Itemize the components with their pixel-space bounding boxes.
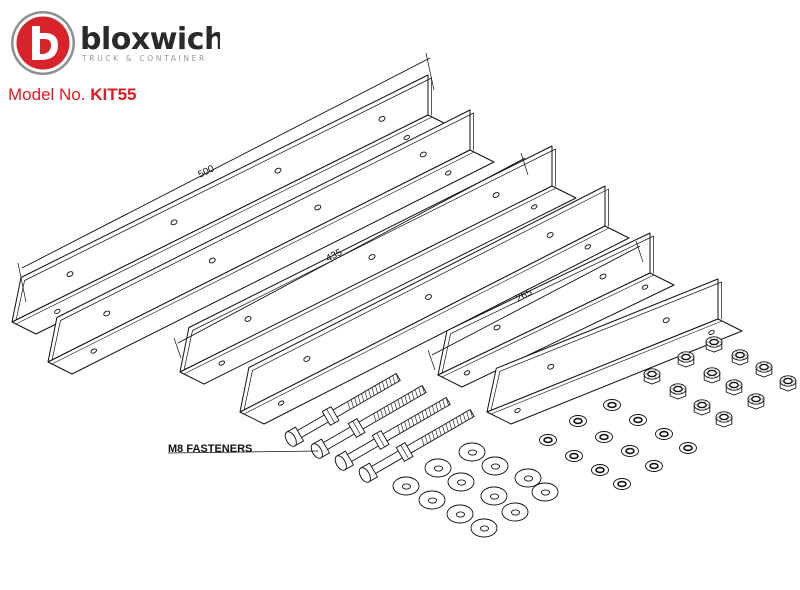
nyloc-nut xyxy=(755,361,773,378)
nyloc-nut xyxy=(747,393,765,410)
large-washer xyxy=(531,482,559,502)
model-number: Model No. KIT55 xyxy=(8,85,137,105)
large-washer xyxy=(424,458,452,478)
nyloc-nut xyxy=(703,367,721,384)
small-washer xyxy=(629,414,647,426)
nyloc-nut xyxy=(643,368,661,385)
small-washer xyxy=(539,434,557,446)
large-washer xyxy=(481,456,509,476)
small-washer xyxy=(603,399,621,411)
nyloc-nut xyxy=(731,349,749,366)
nyloc-nut xyxy=(693,399,711,416)
bolts xyxy=(284,372,475,483)
small-washer xyxy=(565,450,583,462)
large-washer xyxy=(446,504,474,524)
small-washer xyxy=(569,415,587,427)
small-washer xyxy=(591,464,609,476)
nyloc-nut xyxy=(779,375,797,392)
large-washer xyxy=(447,472,475,492)
nyloc-nut xyxy=(669,383,687,400)
small-washer xyxy=(595,431,613,443)
small-washer xyxy=(613,478,631,490)
brand-tagline: TRUCK & CONTAINER xyxy=(81,54,207,63)
bolt xyxy=(310,384,427,459)
bolt xyxy=(358,408,475,483)
angle-bracket xyxy=(179,145,577,385)
large-washer xyxy=(470,518,498,538)
large-washer xyxy=(480,486,508,506)
model-label: Model No. xyxy=(8,85,86,104)
large-washer xyxy=(458,442,486,462)
angle-bracket xyxy=(47,109,495,375)
logo-emblem-icon xyxy=(11,11,75,75)
small-washer xyxy=(621,445,639,457)
dimension-500: 500 xyxy=(196,163,216,181)
nyloc-nut xyxy=(725,379,743,396)
washers xyxy=(392,399,697,538)
nyloc-nut xyxy=(677,351,695,368)
bolt xyxy=(334,396,451,471)
small-washer xyxy=(655,428,673,440)
small-washer xyxy=(645,460,663,472)
angle-bracket xyxy=(486,278,743,425)
large-washer xyxy=(514,468,542,488)
nuts xyxy=(643,336,797,428)
large-washer xyxy=(501,502,529,522)
large-washer xyxy=(392,476,420,496)
model-code: KIT55 xyxy=(90,85,137,104)
callout-leader xyxy=(167,450,319,454)
bloxwich-logo: bloxwich TRUCK & CONTAINER xyxy=(11,11,220,75)
nyloc-nut xyxy=(715,411,733,428)
dimension-lines xyxy=(17,52,644,371)
brand-name: bloxwich xyxy=(80,22,220,57)
angle-bracket xyxy=(239,185,630,425)
nyloc-nut xyxy=(705,336,723,353)
bolt xyxy=(284,372,401,447)
fasteners-callout: M8 FASTENERS xyxy=(168,443,252,455)
small-washer xyxy=(679,442,697,454)
angle-brackets xyxy=(11,74,743,425)
large-washer xyxy=(418,490,446,510)
